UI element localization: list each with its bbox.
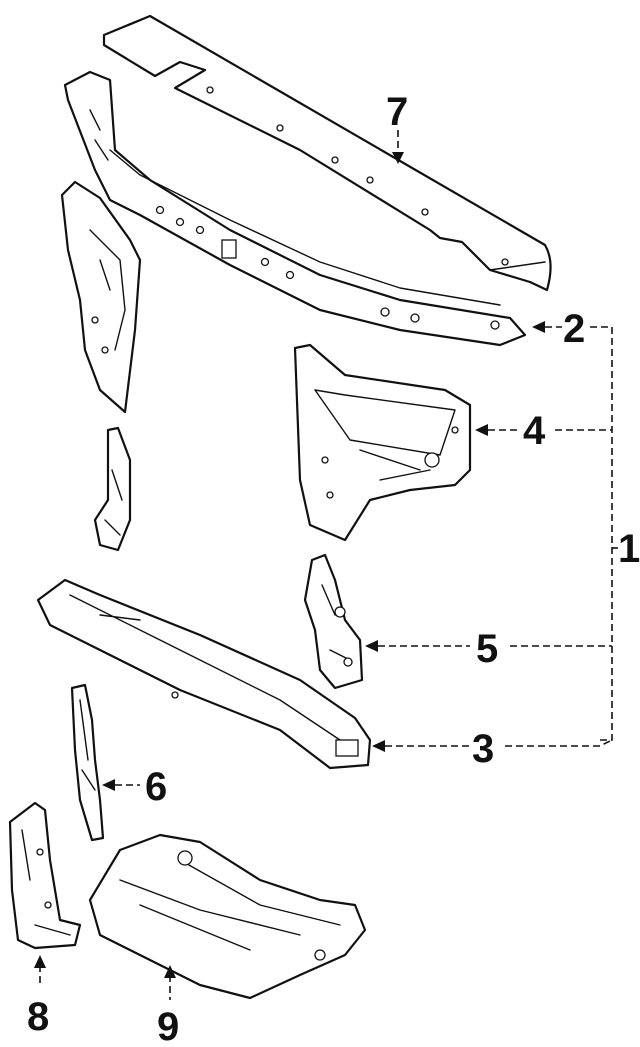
callout-8: 8 (27, 995, 49, 1039)
callout-1: 1 (618, 527, 640, 571)
left-side-bracket (60, 180, 142, 414)
callout-2: 2 (563, 307, 585, 351)
callout-4: 4 (523, 409, 546, 453)
leader-lines (34, 130, 618, 1000)
callout-9: 9 (157, 1005, 179, 1047)
part-8-lower-bracket (8, 801, 82, 950)
callout-3: 3 (472, 727, 494, 771)
part-6-strip-bracket (70, 683, 105, 842)
part-7-cover-panel (102, 14, 552, 292)
part-5-bracket (303, 553, 364, 690)
part-4-side-support (293, 343, 472, 542)
part-9-splash-shield (88, 833, 367, 1000)
callout-6: 6 (145, 765, 167, 809)
part-3-lower-tie-bar (36, 578, 372, 770)
callout-5: 5 (476, 627, 498, 671)
callout-7: 7 (386, 90, 408, 134)
part-2-upper-tie-bar (63, 70, 527, 347)
left-small-bracket (93, 426, 132, 552)
